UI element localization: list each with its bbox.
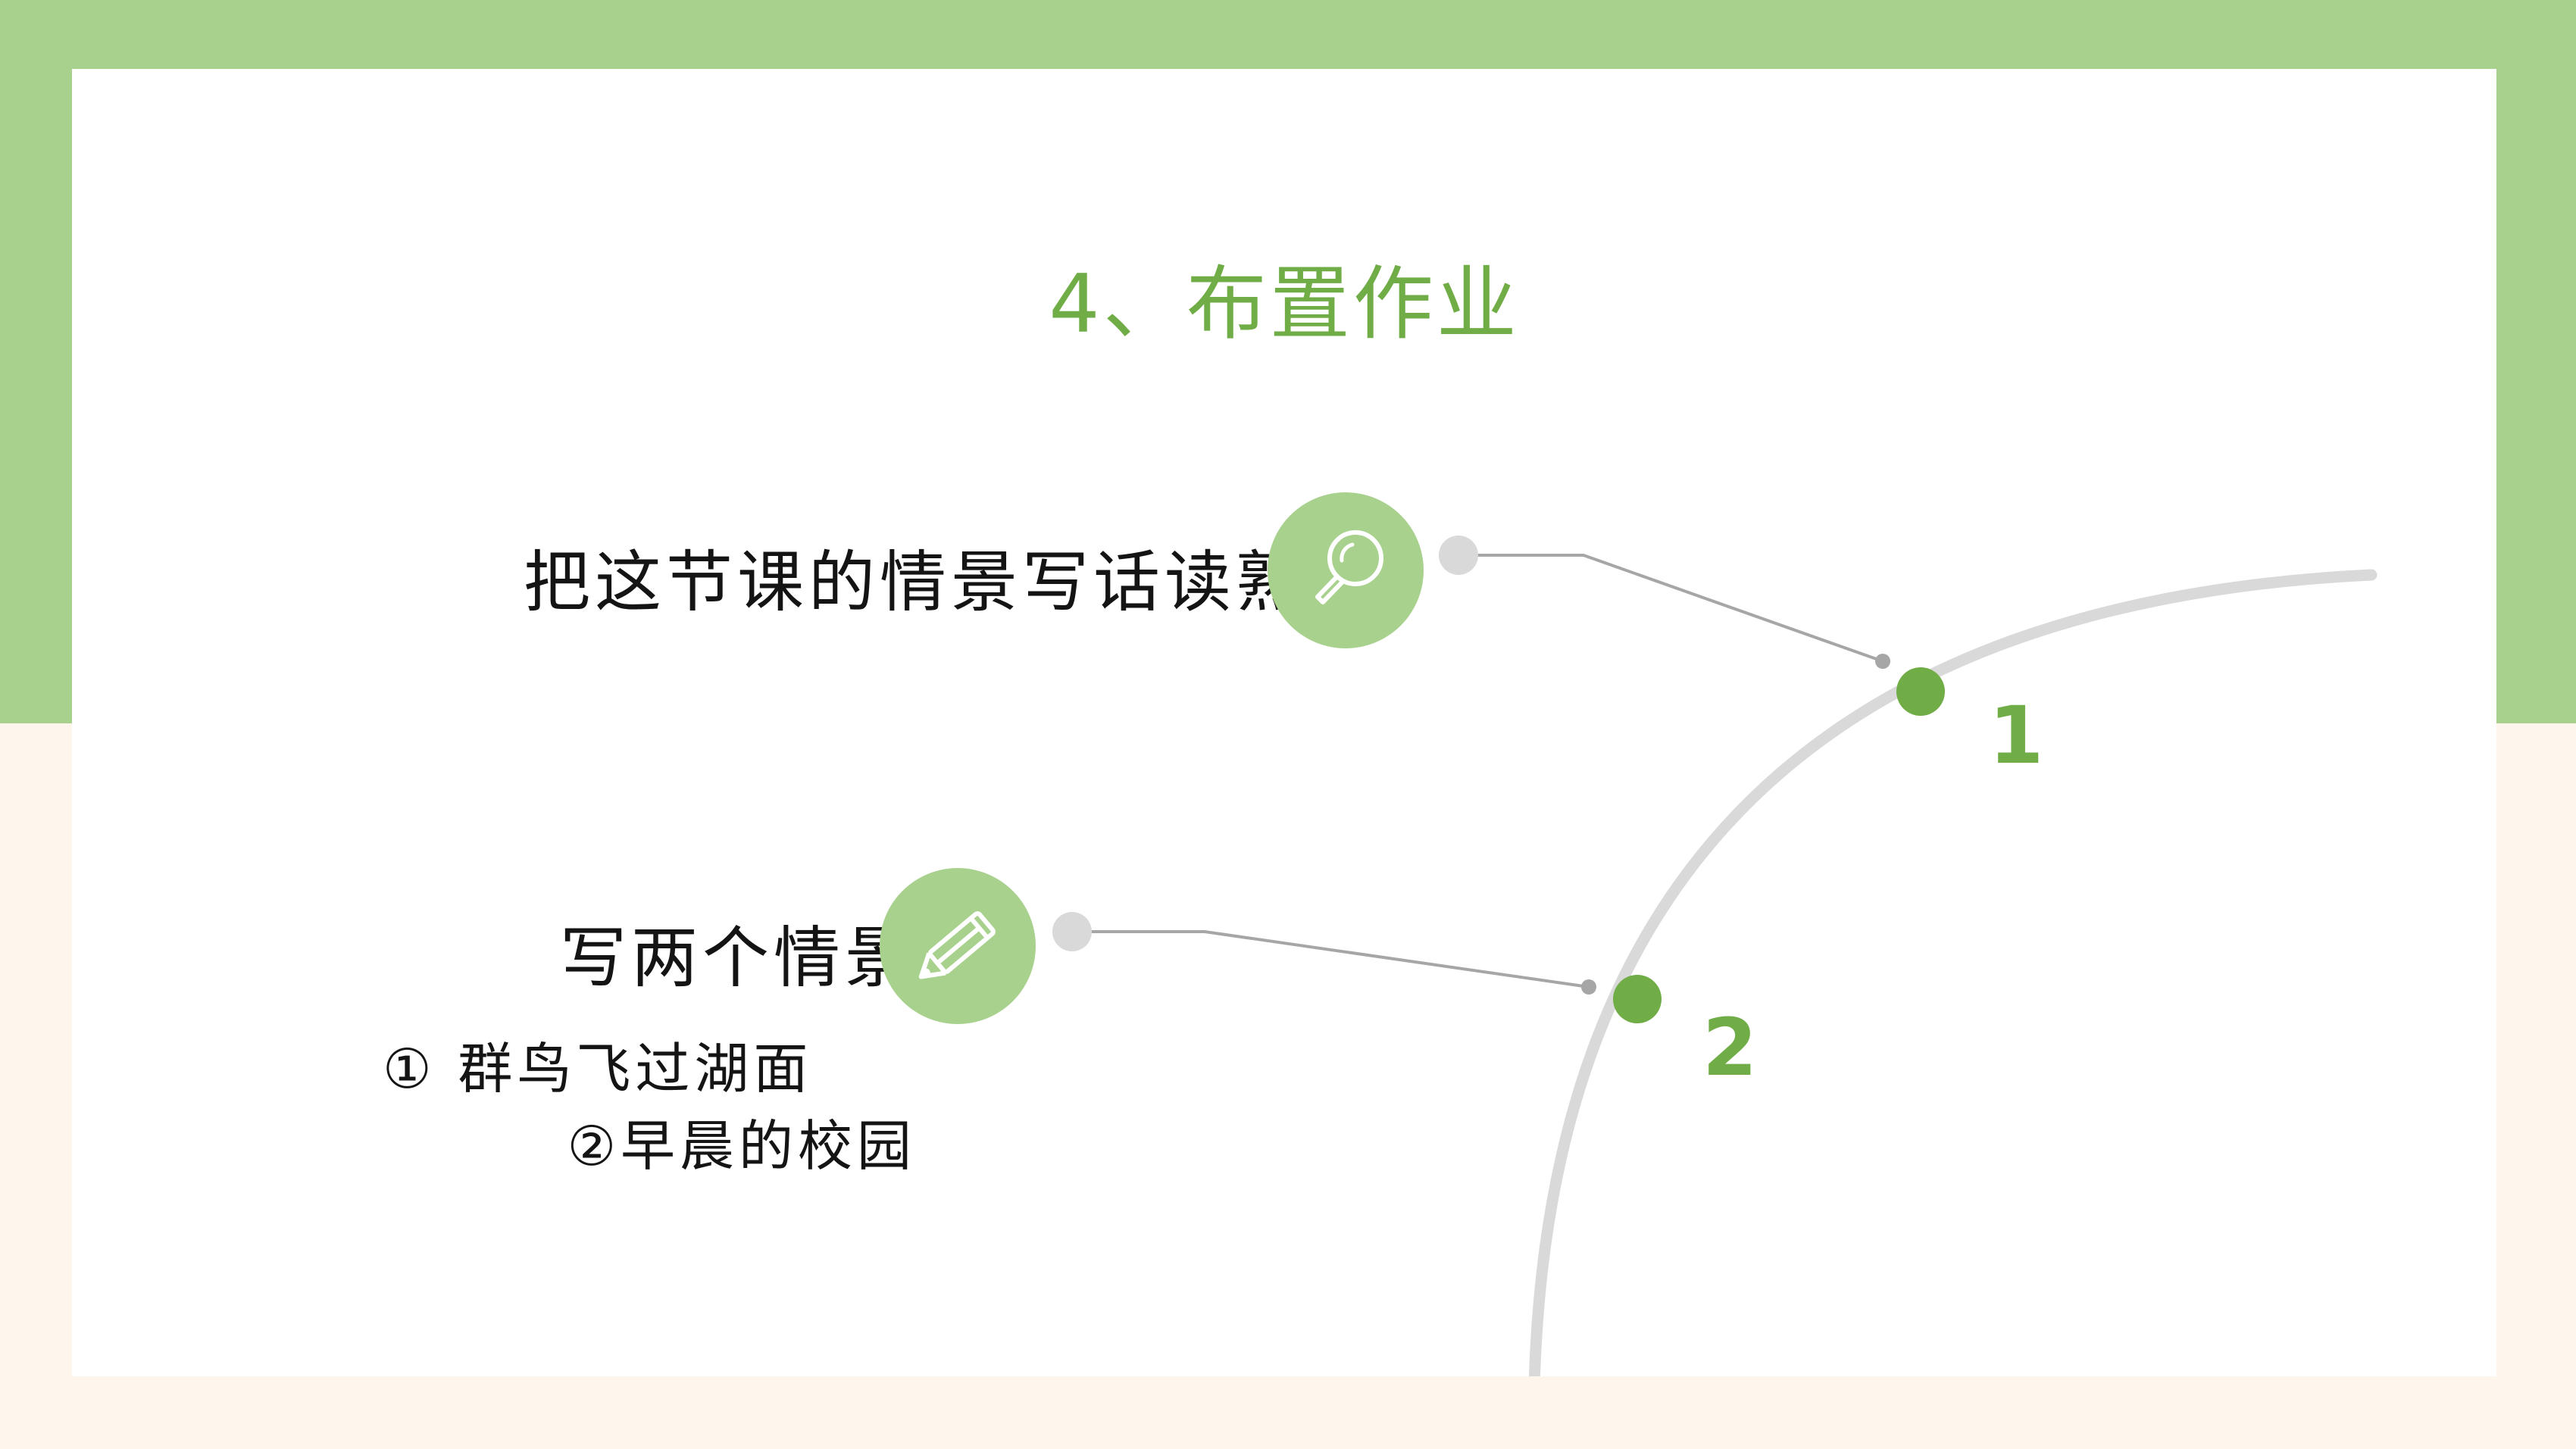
task-2-label: 写两个情景 <box>559 919 916 997</box>
task-2-sub-item-2: ②早晨的校园 <box>567 1114 916 1178</box>
timeline-arc <box>1529 569 2377 1376</box>
pencil-icon <box>880 868 1036 1024</box>
timeline-node-1 <box>1896 667 1945 716</box>
magnifier-icon <box>1268 492 1424 648</box>
connector-line-2 <box>1072 930 1590 988</box>
connector-start-dot-2 <box>1052 912 1092 951</box>
connector-end-dot-2 <box>1581 979 1596 995</box>
connector-line-1 <box>1458 554 1884 663</box>
content-card: 4、布置作业 把这节课的情景写话读熟 写两个情景 ① 群鸟飞过湖面 ②早晨的校园 <box>72 69 2496 1376</box>
timeline-node-2 <box>1613 975 1662 1023</box>
task-2-sub-item-1: ① 群鸟飞过湖面 <box>383 1037 813 1101</box>
task-1-label: 把这节课的情景写话读熟 <box>523 543 1307 621</box>
connector-start-dot-1 <box>1439 536 1478 575</box>
step-number-2: 2 <box>1702 1001 1758 1094</box>
step-number-1: 1 <box>1989 689 2044 782</box>
slide-title: 4、布置作业 <box>1049 258 1520 351</box>
timeline-decoration <box>1052 536 2377 1376</box>
connector-end-dot-1 <box>1875 654 1890 669</box>
